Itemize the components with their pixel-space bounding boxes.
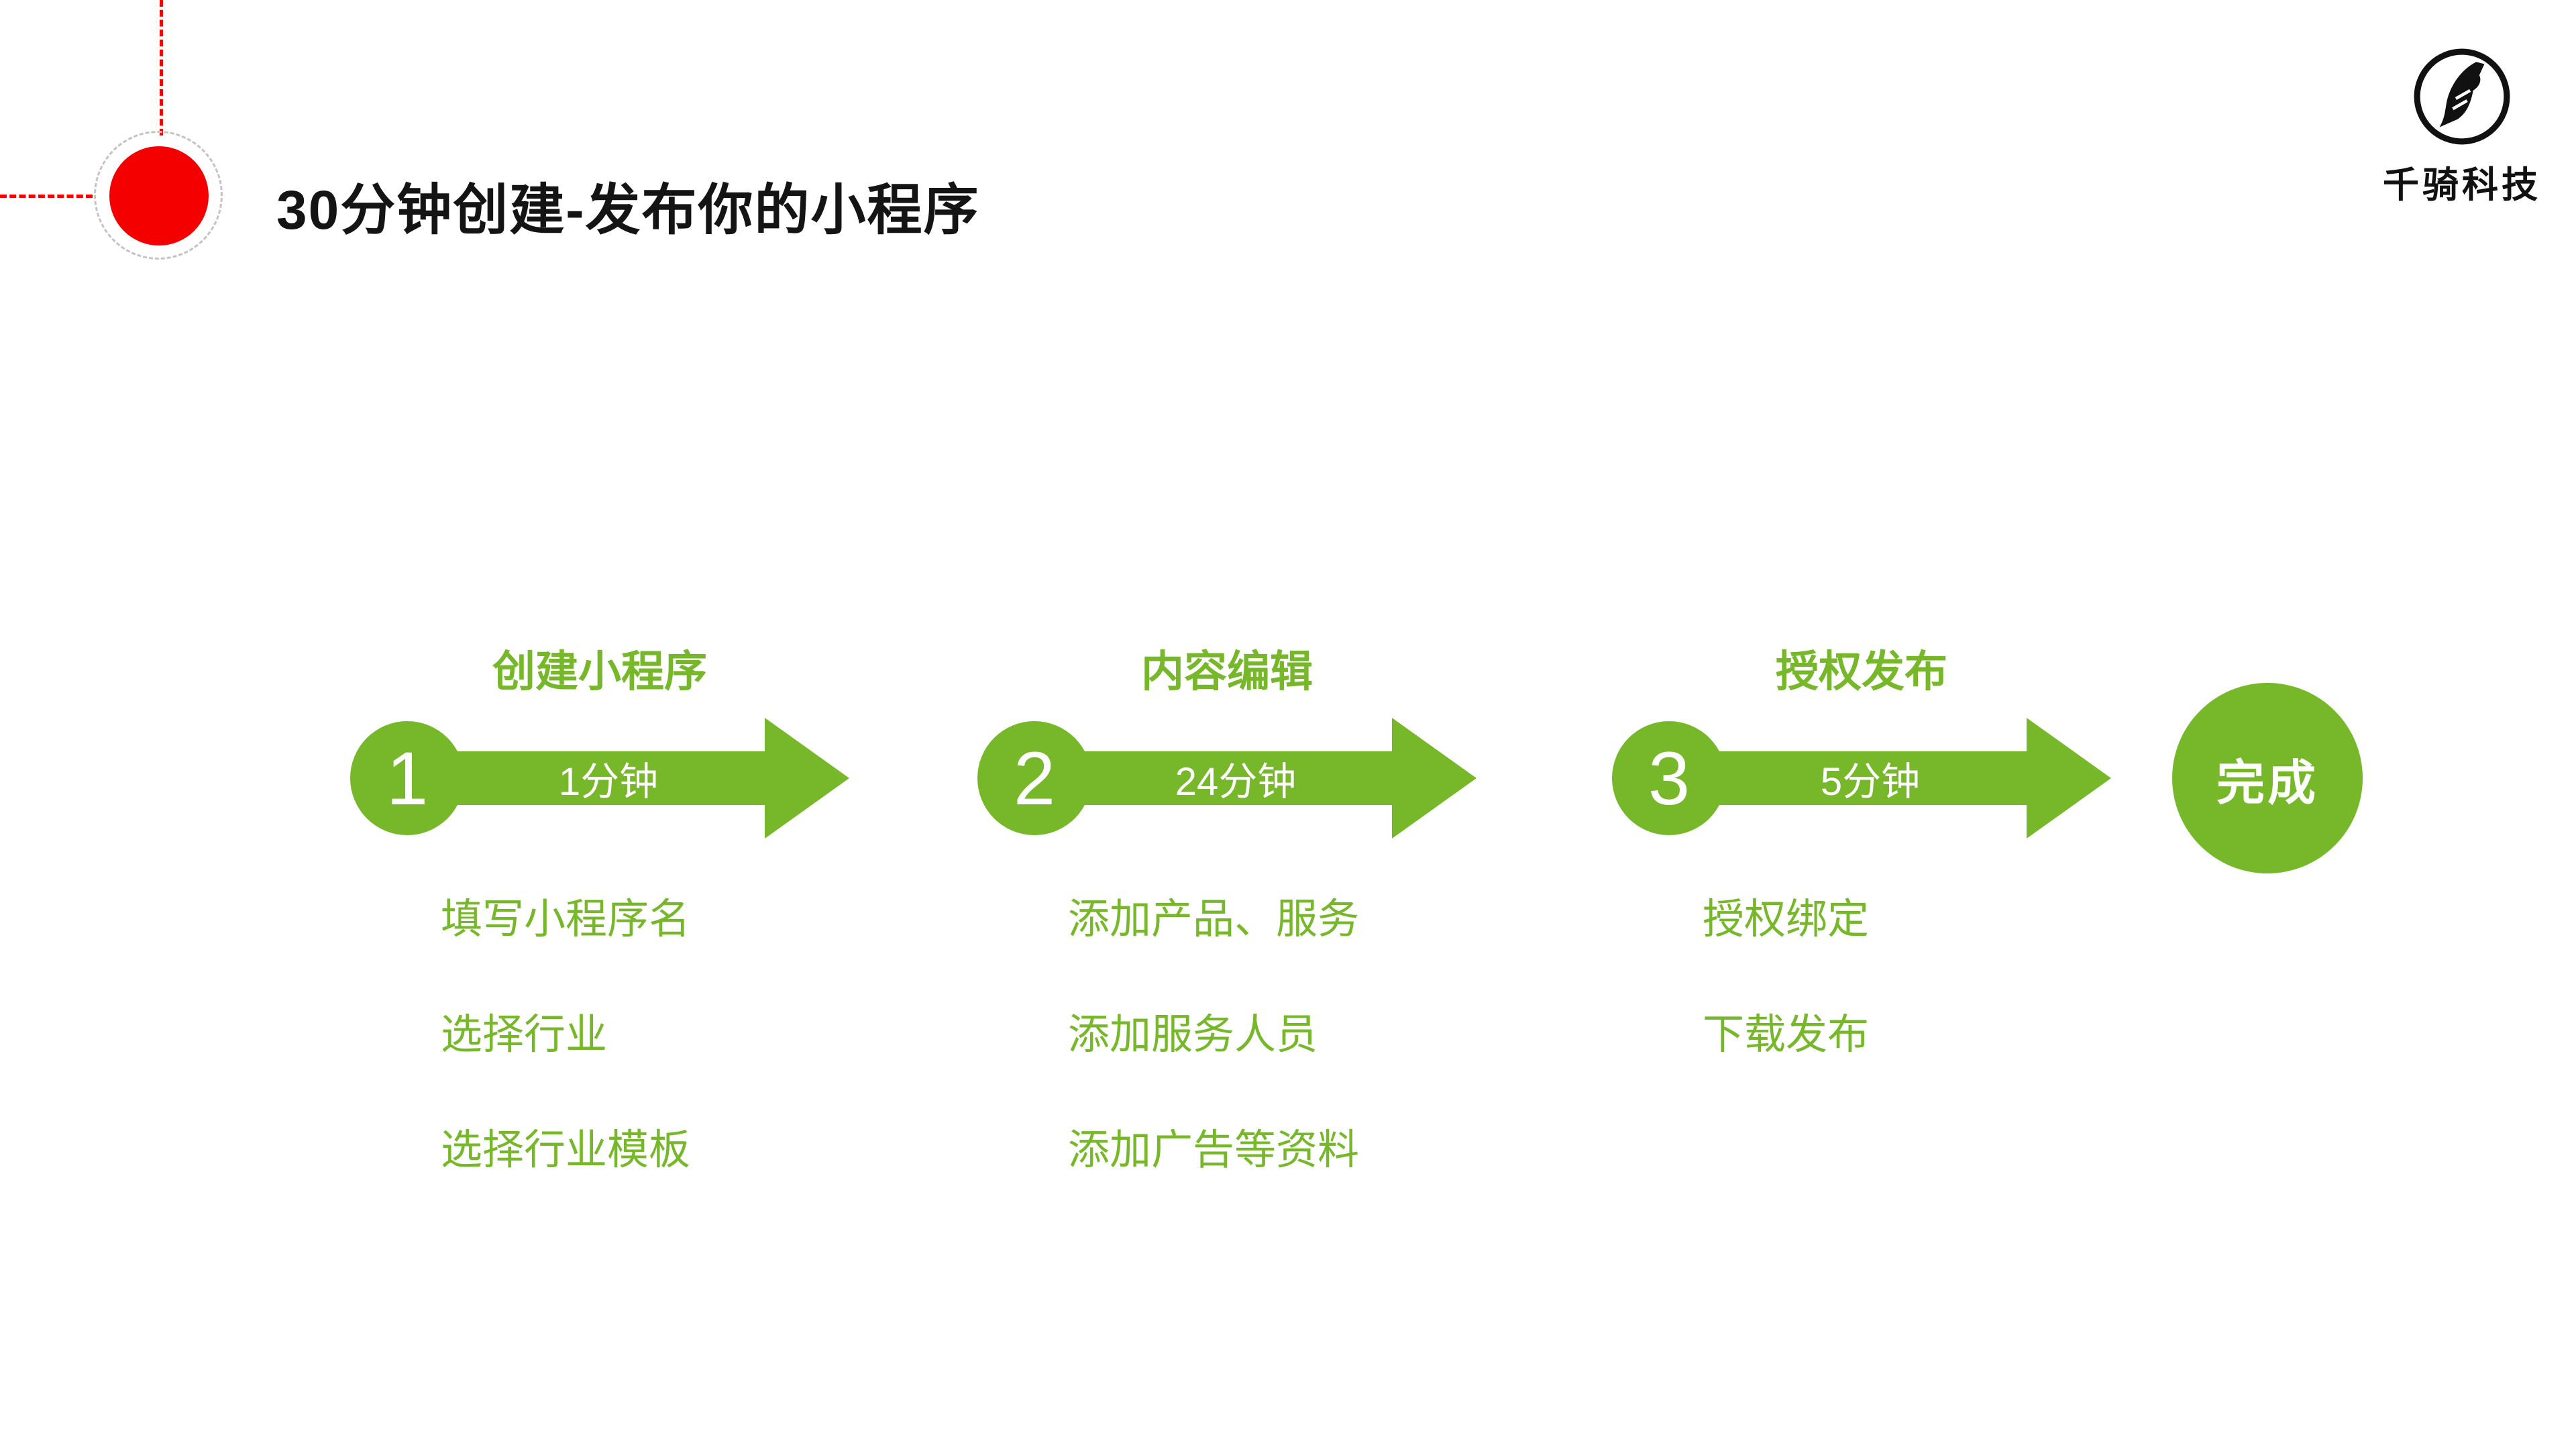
- dashed-ring: [94, 131, 223, 260]
- arrow-head: [765, 718, 849, 839]
- dashed-horizontal-line: [0, 195, 93, 198]
- red-dot: [109, 146, 209, 246]
- arrow-head: [2027, 718, 2111, 839]
- step-duration: 1分钟: [558, 760, 659, 804]
- step-number-badge: 1: [350, 721, 464, 835]
- list-item: 填写小程序名: [441, 896, 691, 943]
- list-item: 下载发布: [1703, 1012, 1870, 1058]
- list-item: 添加广告等资料: [1068, 1127, 1360, 1173]
- company-logo: 千骑科技: [2348, 46, 2576, 208]
- list-item: 选择行业: [441, 1012, 608, 1058]
- process-step-1: 创建小程序 1 1分钟 填写小程序名 选择行业 选择行业模板: [350, 637, 873, 1241]
- step-title: 授权发布: [1776, 647, 1947, 696]
- process-step-3: 授权发布 3 5分钟 授权绑定 下载发布: [1612, 637, 2135, 1241]
- finish-badge: 完成: [2172, 683, 2363, 873]
- step-item-list: 授权绑定 下载发布: [1703, 896, 1869, 1126]
- process-step-2: 内容编辑 2 24分钟 添加产品、服务 添加服务人员 添加广告等资料: [977, 637, 1501, 1241]
- step-item-list: 填写小程序名 选择行业 选择行业模板: [441, 896, 690, 1242]
- dashed-vertical-line: [160, 0, 163, 136]
- list-item: 授权绑定: [1703, 896, 1870, 943]
- step-duration: 24分钟: [1175, 760, 1297, 804]
- step-duration: 5分钟: [1820, 760, 1921, 804]
- step-number-badge: 3: [1612, 721, 1726, 835]
- arrow-head: [1392, 718, 1477, 839]
- step-title: 内容编辑: [1141, 647, 1313, 696]
- step-number-badge: 2: [977, 721, 1091, 835]
- list-item: 添加产品、服务: [1068, 896, 1360, 943]
- list-item: 选择行业模板: [441, 1127, 691, 1173]
- step-item-list: 添加产品、服务 添加服务人员 添加广告等资料: [1068, 896, 1359, 1242]
- company-name: 千骑科技: [2383, 165, 2541, 205]
- zebra-logo-icon: [2414, 48, 2510, 145]
- step-title: 创建小程序: [492, 647, 707, 696]
- page-title: 30分钟创建-发布你的小程序: [276, 180, 980, 241]
- list-item: 添加服务人员: [1068, 1012, 1318, 1058]
